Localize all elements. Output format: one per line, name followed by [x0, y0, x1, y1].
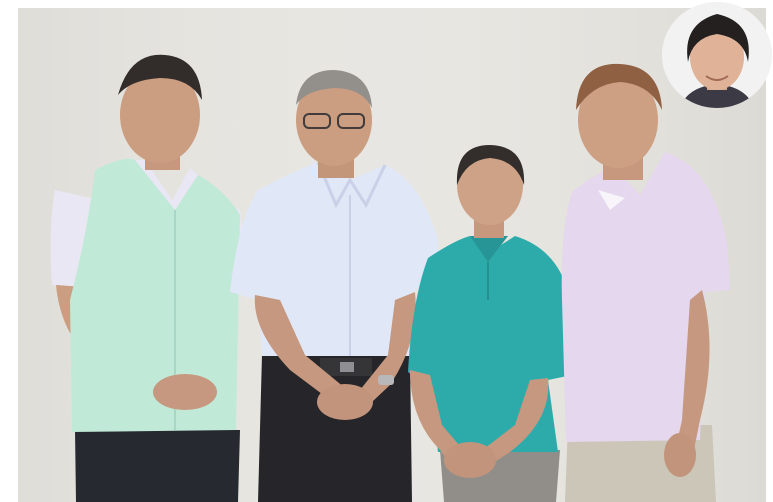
person-2-blue-shirt [230, 70, 440, 502]
woman-portrait-icon [662, 2, 772, 108]
person-3-teal-polo [408, 145, 572, 502]
person-1-mint-vest [50, 54, 248, 502]
inset-portrait [662, 2, 772, 108]
person-4-lavender-polo [561, 63, 730, 502]
